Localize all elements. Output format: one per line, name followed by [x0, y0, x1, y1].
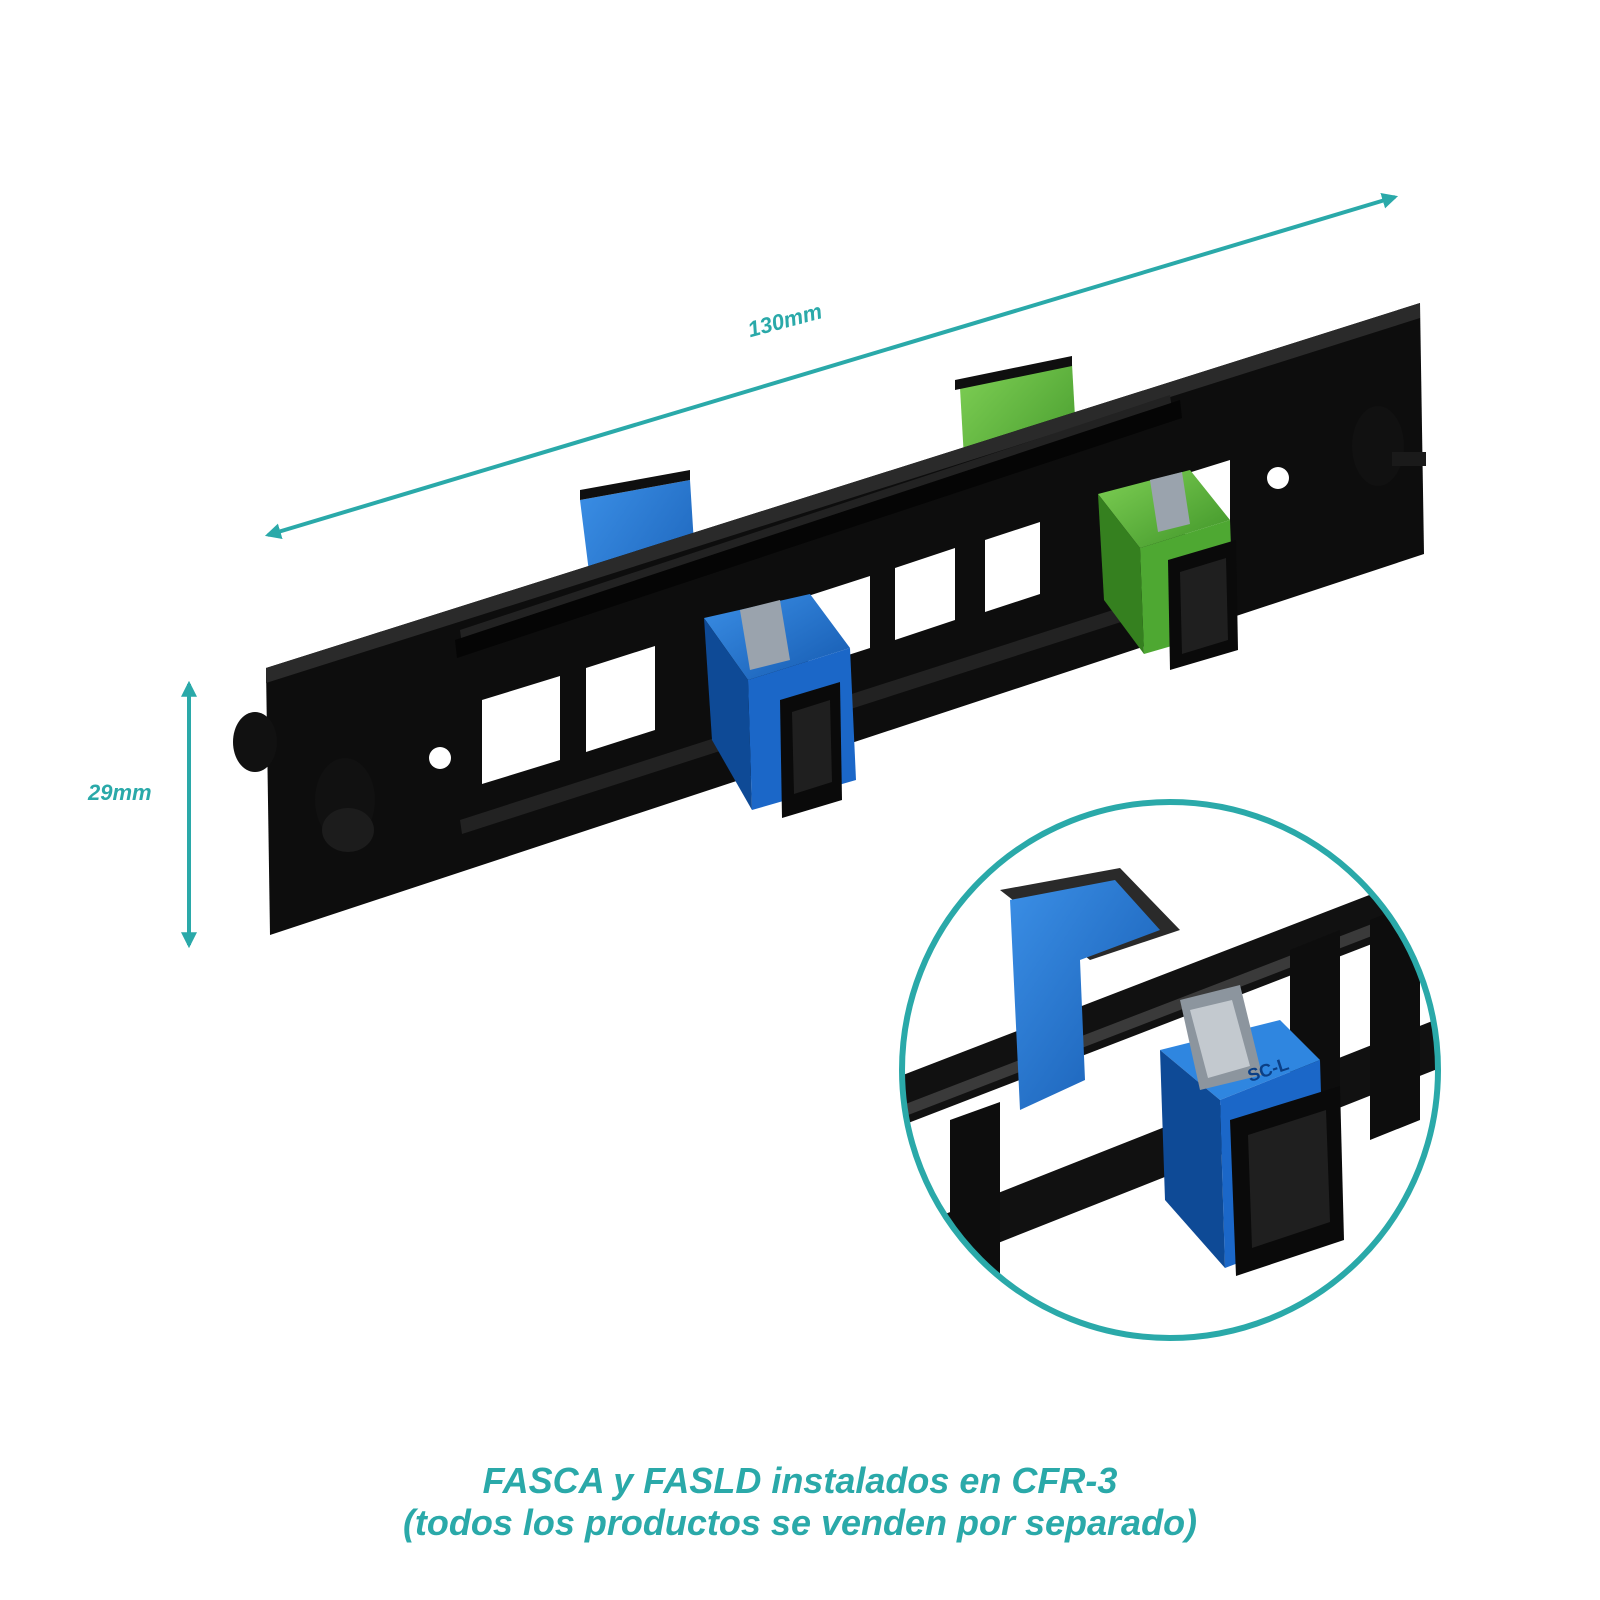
- width-dimension-arrow: [264, 193, 1399, 539]
- green-adapter-front: [1098, 470, 1238, 670]
- push-pin-right: [1352, 406, 1426, 486]
- caption-line-2: (todos los productos se venden por separ…: [402, 1502, 1198, 1543]
- push-pin-left: [233, 712, 375, 852]
- detail-inset: SC-L: [899, 799, 1441, 1341]
- panel-cfr-3: [266, 303, 1424, 935]
- mount-hole-right: [1267, 467, 1289, 489]
- height-dimension-label: 29mm: [88, 780, 152, 805]
- caption-line-1: FASCA y FASLD instalados en CFR-3: [482, 1460, 1118, 1501]
- detail-inset-ring: [899, 799, 1441, 1341]
- mount-hole-left: [429, 747, 451, 769]
- blue-adapter-front: [704, 594, 856, 818]
